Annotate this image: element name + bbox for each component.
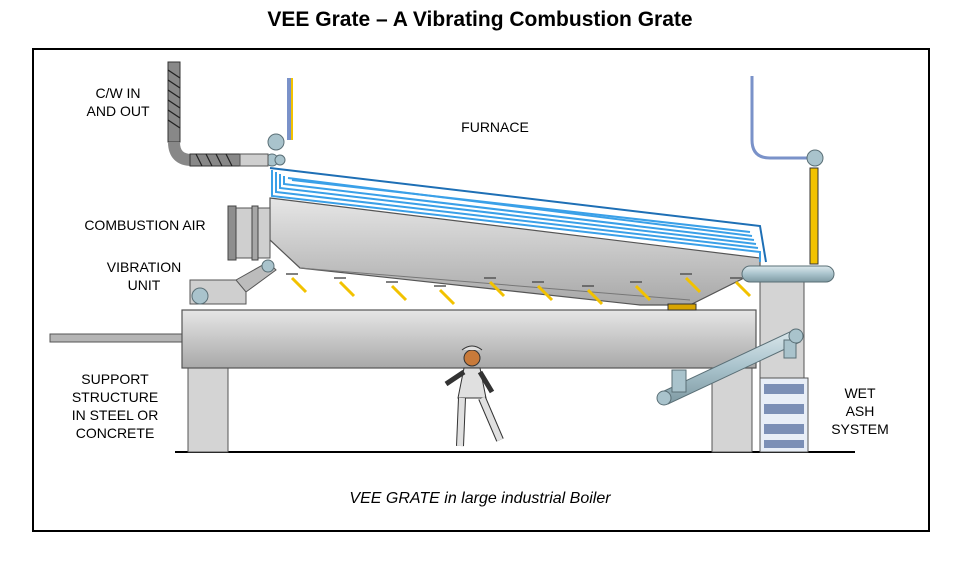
furnace-label: FURNACE bbox=[461, 119, 529, 135]
support-column-right bbox=[759, 277, 805, 379]
header-node-1 bbox=[267, 133, 285, 151]
ash-conveyor bbox=[656, 328, 804, 406]
wet-ash-system-label: WET ASH SYSTEM bbox=[831, 385, 889, 437]
header-node-right bbox=[806, 149, 824, 167]
header-pipe-right bbox=[741, 265, 835, 283]
worker-figure bbox=[444, 345, 504, 447]
cw-label: C/W IN AND OUT bbox=[86, 85, 150, 119]
grate-springs bbox=[290, 276, 752, 306]
support-structure-label: SUPPORT STRUCTURE IN STEEL OR CONCRETE bbox=[71, 371, 159, 441]
combustion-air-inlet bbox=[231, 207, 271, 259]
vibration-unit bbox=[189, 259, 277, 305]
water-tube-bundle bbox=[271, 170, 761, 262]
grate-hopper bbox=[269, 197, 761, 306]
riser-right bbox=[809, 167, 819, 265]
wet-ash-tank bbox=[759, 377, 809, 453]
diagram-title: VEE Grate – A Vibrating Combustion Grate bbox=[267, 8, 693, 31]
diagram-frame bbox=[32, 48, 930, 532]
vibration-unit-label: VIBRATION UNIT bbox=[106, 259, 182, 293]
support-leg-left bbox=[187, 367, 229, 453]
diagram-caption: VEE GRATE in large industrial Boiler bbox=[349, 490, 611, 507]
combustion-air-label: COMBUSTION AIR bbox=[84, 217, 206, 233]
support-rod bbox=[49, 333, 186, 343]
